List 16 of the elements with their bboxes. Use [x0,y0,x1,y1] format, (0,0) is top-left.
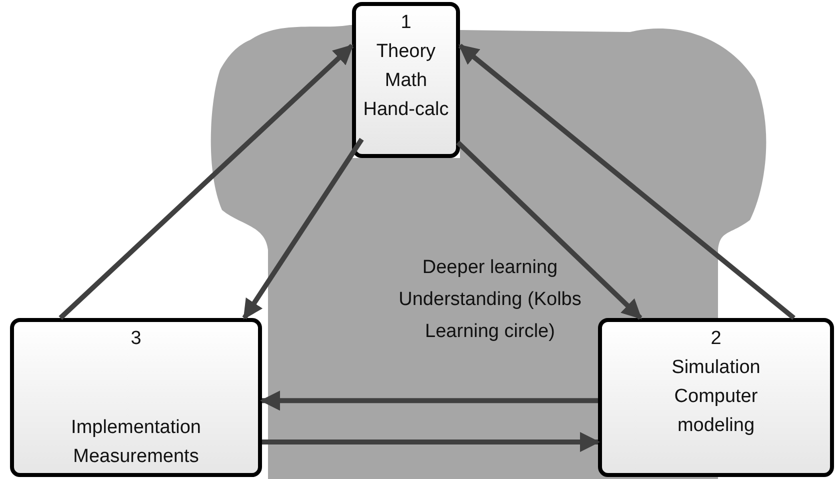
stage-text: Implementation Measurements [70,416,202,469]
arrow [242,138,364,320]
stage-text: Theory Math Hand-calc [362,40,450,122]
step-number: 3 [130,327,142,351]
stage-box [10,318,262,477]
arrow [456,140,642,320]
arrow [458,44,796,320]
arrow [58,44,354,320]
step-number: 1 [400,11,412,35]
arrow [262,432,600,452]
arrow [260,390,598,411]
center-text: Deeper learning Understanding (Kolbs Learning circle) [398,256,582,344]
step-number: 2 [710,327,722,351]
stage-text: Simulation Computer modeling [670,356,762,438]
stage-box [598,318,834,477]
stage-box [352,2,460,158]
